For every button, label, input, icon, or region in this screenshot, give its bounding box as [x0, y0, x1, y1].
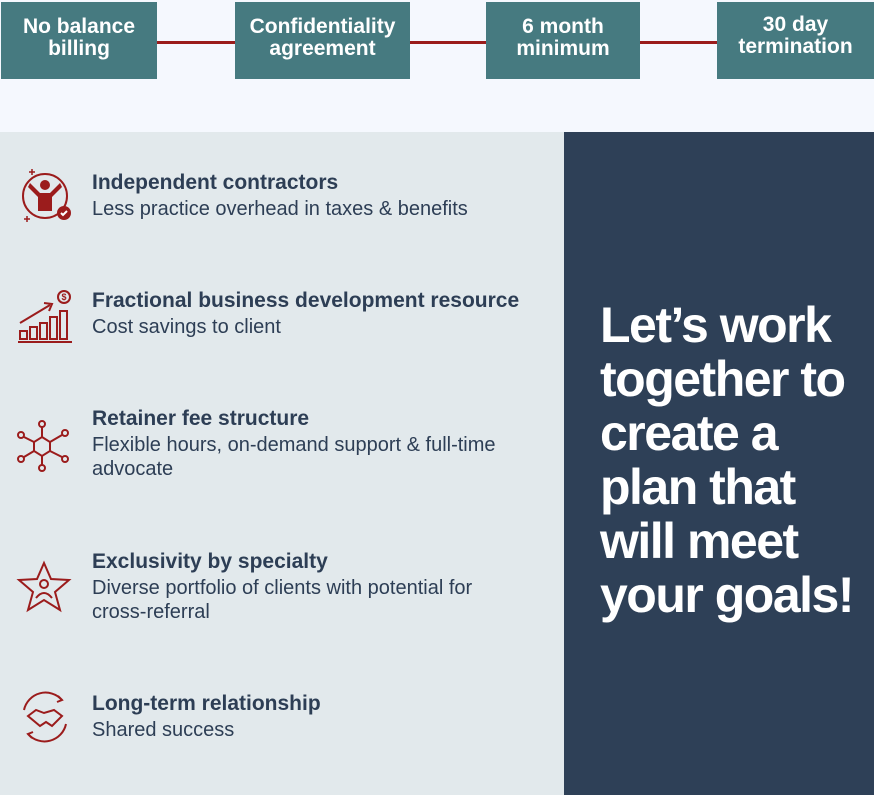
- celebrating-person-icon: [22, 169, 71, 222]
- step-label: 30 day termination: [738, 13, 853, 58]
- step-box: Confidentiality agreement: [235, 2, 410, 79]
- step-box: 30 day termination: [717, 2, 874, 79]
- item-title: Exclusivity by specialty: [92, 550, 328, 573]
- item-title: Independent contractors: [92, 171, 339, 194]
- item-description: Cost savings to client: [92, 316, 281, 338]
- item-description: Less practice overhead in taxes & benefi…: [92, 198, 468, 220]
- process-steps: No balance billing Confidentiality agree…: [0, 0, 874, 132]
- item-title: Fractional business development resource: [92, 289, 520, 312]
- item-title: Long-term relationship: [92, 692, 321, 715]
- network-hub-icon: [17, 420, 69, 472]
- cta-panel: [564, 132, 874, 795]
- connector-line: [157, 41, 235, 44]
- step-label: Confidentiality agreement: [249, 15, 396, 60]
- svg-text:$: $: [61, 292, 66, 302]
- step-label: No balance billing: [22, 15, 136, 60]
- benefits-panel: [0, 132, 564, 795]
- step-label: 6 month minimum: [516, 15, 610, 60]
- cta-text: Let’s work together to create a plan tha…: [600, 297, 854, 623]
- item-description: Diverse portfolio of clients with potent…: [92, 577, 473, 623]
- connector-line: [410, 41, 486, 44]
- item-description: Shared success: [92, 719, 235, 741]
- item-description: Flexible hours, on-demand support & full…: [92, 434, 496, 480]
- item-title: Retainer fee structure: [92, 407, 310, 430]
- star-person-icon: [16, 560, 72, 613]
- growth-chart-icon: $: [18, 290, 72, 343]
- handshake-icon: [23, 691, 67, 743]
- step-box: 6 month minimum: [486, 2, 640, 79]
- connector-line: [640, 41, 717, 44]
- step-box: No balance billing: [1, 2, 157, 79]
